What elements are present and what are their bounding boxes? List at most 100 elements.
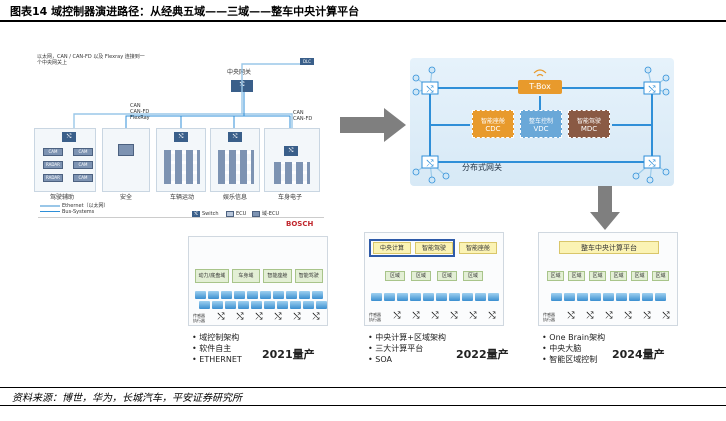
gen2021-domains: 动力/底盘域 车身域 智能座舱 智能驾驶 xyxy=(195,269,323,283)
ecu-grid-motion xyxy=(164,150,200,184)
domain-box-safety xyxy=(102,128,150,192)
bus-label-2: CAN CAN-FD xyxy=(293,110,313,122)
swap-icon: ⤭ xyxy=(469,311,477,321)
swap-icon: ⤭ xyxy=(217,312,225,322)
gen2021-domain-1: 动力/底盘域 xyxy=(195,269,229,283)
gen2022-exec-label: 传感器 执行器 xyxy=(369,312,381,322)
gen2021-domain-2: 车身域 xyxy=(231,269,261,283)
gen2022-region: 区域 xyxy=(463,271,483,281)
cam-ecu-1: CAM xyxy=(43,148,63,156)
huawei-domain-cdc: 智能座舱 CDC xyxy=(472,110,514,138)
swap-icon: ⤭ xyxy=(662,311,670,321)
domain-ecu-safety xyxy=(118,144,134,156)
legend-switch: Switch xyxy=(202,211,219,217)
gen2024-region: 区域 xyxy=(547,271,564,281)
bottom-rule xyxy=(0,405,726,406)
gen2024-box: 整车中央计算平台 区域 区域 区域 区域 区域 区域 传感器 执行器 ⤭⤭⤭⤭⤭… xyxy=(538,232,678,326)
bus-label-1: CAN CAN-FD FlexRay xyxy=(130,103,150,121)
bosch-logo: BOSCH xyxy=(286,220,313,228)
legend-ethernet-line xyxy=(40,205,60,207)
radar-ecu-1: RADAR xyxy=(43,161,63,169)
gen2024-region: 区域 xyxy=(631,271,648,281)
gen2021-bullet-1: • 域控制架构 xyxy=(192,333,240,342)
gen2024-year: 2024量产 xyxy=(612,348,665,361)
gen2022-region: 区域 xyxy=(385,271,405,281)
gen2024-region: 区域 xyxy=(589,271,606,281)
gen2022-box: 中央计算 智能驾驶 智能座舱 区域 区域 区域 区域 传感器 执行器 ⤭ ⤭ ⤭ ⤭ ⤭… xyxy=(364,232,504,326)
dlc-label: DLC xyxy=(302,59,312,64)
mdc-code: MDC xyxy=(580,125,598,133)
legend-ecu: ECU xyxy=(236,211,247,217)
arrow-right xyxy=(340,108,406,142)
gen2022-year: 2022量产 xyxy=(456,348,509,361)
gen2021-ecu-row-2 xyxy=(199,301,327,309)
tbox: T-Box xyxy=(518,80,562,94)
cdc-code: CDC xyxy=(485,125,501,133)
swap-icon: ⤭ xyxy=(567,311,575,321)
figure-header: 图表14 域控制器演进路径：从经典五域——三域——整车中央计算平台 xyxy=(0,0,726,22)
swap-icon: ⤭ xyxy=(293,312,301,322)
gen2021-switches: ⤭⤭⤭⤭⤭⤭ xyxy=(215,312,322,322)
cam-ecu-4: CAM xyxy=(73,174,93,182)
swap-icon: ⤭ xyxy=(255,312,263,322)
cam-grid: CAM CAM RADAR CAM RADAR CAM xyxy=(43,148,95,188)
swap-icon: ⤭ xyxy=(393,311,401,321)
gen2024-bullets: • One Brain架构 • 中央大脑 • 智能区域控制 xyxy=(542,332,605,365)
ecu-grid-body xyxy=(274,162,310,184)
svg-text:⤭: ⤭ xyxy=(648,85,655,95)
arrow-down xyxy=(590,186,620,230)
central-gateway-label: 中央网关 xyxy=(227,69,252,76)
domain-switch-body: ⤭ xyxy=(284,146,298,156)
swap-icon: ⤭ xyxy=(412,311,420,321)
legend-ethernet: Ethernet（以太网） xyxy=(62,203,109,209)
gateway-label: 分布式网关 xyxy=(462,163,502,172)
svg-text:⤭: ⤭ xyxy=(426,85,433,95)
gen2021-domain-3: 智能座舱 xyxy=(263,269,292,283)
domain-label-infotainment: 娱乐信息 xyxy=(223,194,248,201)
cdc-name: 智能座舱 xyxy=(480,118,505,125)
gen2022-bullet-2: • 三大计算平台 xyxy=(368,344,424,353)
cam-ecu-3: CAM xyxy=(73,161,93,169)
legend-domain-ecu: 域-ECU xyxy=(262,211,280,217)
swap-icon: ⤭ xyxy=(605,311,613,321)
gen2022-bullets: • 中央计算+区域架构 • 三大计算平台 • SOA xyxy=(368,332,446,365)
huawei-diagram: ⤭⤭⤭⤭ T-Box 智能座舱 CDC 整车控制 VDC 智能驾驶 MDC 分布… xyxy=(410,58,674,186)
cam-ecu-2: CAM xyxy=(73,148,93,156)
legend-switch-icon: ⤭ xyxy=(192,211,200,217)
mdc-name: 智能驾驶 xyxy=(576,118,601,125)
gen2022-bullet-1: • 中央计算+区域架构 xyxy=(368,333,446,342)
ecu-grid-infotainment xyxy=(218,150,254,184)
gen2024-region: 区域 xyxy=(568,271,585,281)
domain-label-driving: 驾驶辅助 xyxy=(50,194,75,201)
legend-ecu-icon xyxy=(226,211,234,217)
swap-icon: ⤭ xyxy=(312,312,320,322)
gen2024-bullet-3: • 智能区域控制 xyxy=(542,355,598,364)
legend-divider xyxy=(38,217,324,218)
swap-icon: ⤭ xyxy=(236,312,244,322)
gen2022-top-group xyxy=(369,239,455,257)
gen2022-switches: ⤭⤭⤭⤭⤭⤭ xyxy=(391,311,498,321)
gen2021-bullet-3: • ETHERNET xyxy=(192,355,242,364)
swap-icon: ⤭ xyxy=(450,311,458,321)
gen2022-top-1: 中央计算 xyxy=(373,242,411,254)
source-note: 资料来源：博世，华为，长城汽车，平安证券研究所 xyxy=(12,393,242,404)
gen2022-top-2: 智能驾驶 xyxy=(415,242,453,254)
gen2024-region: 区域 xyxy=(610,271,627,281)
bosch-note: 以太网，CAN / CAN-FD 以及 Flexray 连接到一个中央网关上 xyxy=(37,54,145,66)
tbox-label: T-Box xyxy=(529,82,551,91)
gen2022-top-3: 智能座舱 xyxy=(459,242,497,254)
gen2021-bullets: • 域控制架构 • 软件自主 • ETHERNET xyxy=(192,332,242,365)
dlc-badge: DLC xyxy=(300,58,314,65)
radar-ecu-2: RADAR xyxy=(43,174,63,182)
gen2024-ecu-row xyxy=(551,293,666,301)
gen2022-region: 区域 xyxy=(437,271,457,281)
swap-icon: ⤭ xyxy=(643,311,651,321)
swap-icon: ⤭ xyxy=(488,311,496,321)
domain-label-motion: 车辆运动 xyxy=(170,194,195,201)
domain-switch-motion: ⤭ xyxy=(174,132,188,142)
gen2022-regions: 区域 区域 区域 区域 xyxy=(385,271,483,281)
huawei-domain-mdc: 智能驾驶 MDC xyxy=(568,110,610,138)
gen2022-ecu-row xyxy=(371,293,499,301)
figure-title: 图表14 域控制器演进路径：从经典五域——三域——整车中央计算平台 xyxy=(10,5,360,18)
gen2021-box: 动力/底盘域 车身域 智能座舱 智能驾驶 传感器 执行器 ⤭⤭⤭⤭⤭⤭ xyxy=(188,236,328,326)
